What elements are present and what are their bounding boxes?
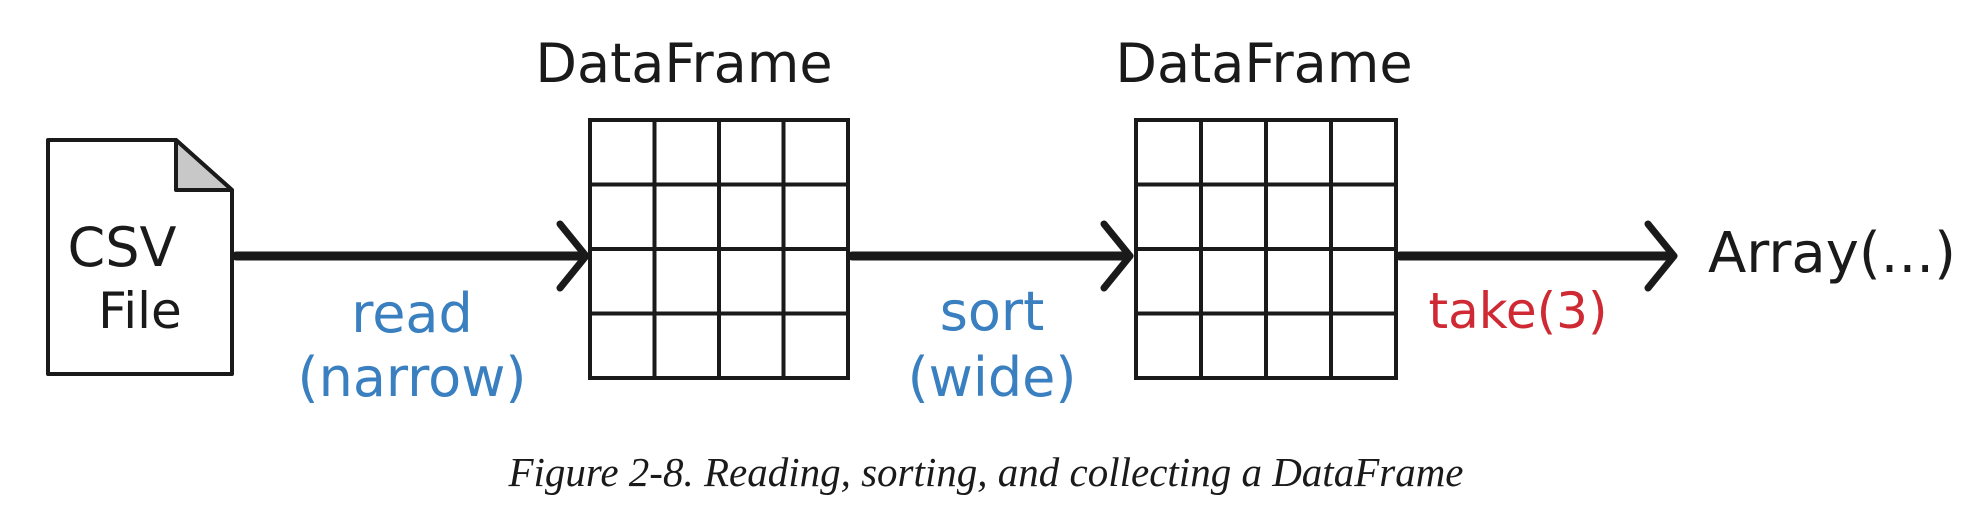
csv-file-label-line2: File	[98, 282, 182, 340]
dataframe-label-1: DataFrame	[535, 32, 832, 95]
edge-label-wide: (wide)	[908, 346, 1077, 409]
dataframe-node-2: DataFrame	[1115, 32, 1413, 380]
arrow-take	[1395, 220, 1678, 292]
table-grid-icon	[588, 118, 850, 380]
figure-caption: Figure 2-8. Reading, sorting, and collec…	[508, 449, 1464, 495]
arrow-read	[231, 220, 590, 292]
arrow-sort	[847, 220, 1134, 292]
edge-label-narrow: (narrow)	[298, 346, 527, 409]
edge-label-read: read	[351, 282, 473, 345]
file-icon	[46, 138, 234, 376]
dataframe-label-2: DataFrame	[1115, 32, 1412, 95]
edge-label-take: take(3)	[1428, 282, 1607, 340]
csv-file-node: CSV File	[46, 138, 234, 376]
dataframe-node-1: DataFrame	[535, 32, 850, 380]
result-label: Array(...)	[1708, 221, 1956, 286]
edge-label-sort: sort	[940, 280, 1045, 343]
csv-file-label-line1: CSV	[68, 216, 177, 279]
table-grid-icon	[1134, 118, 1398, 380]
